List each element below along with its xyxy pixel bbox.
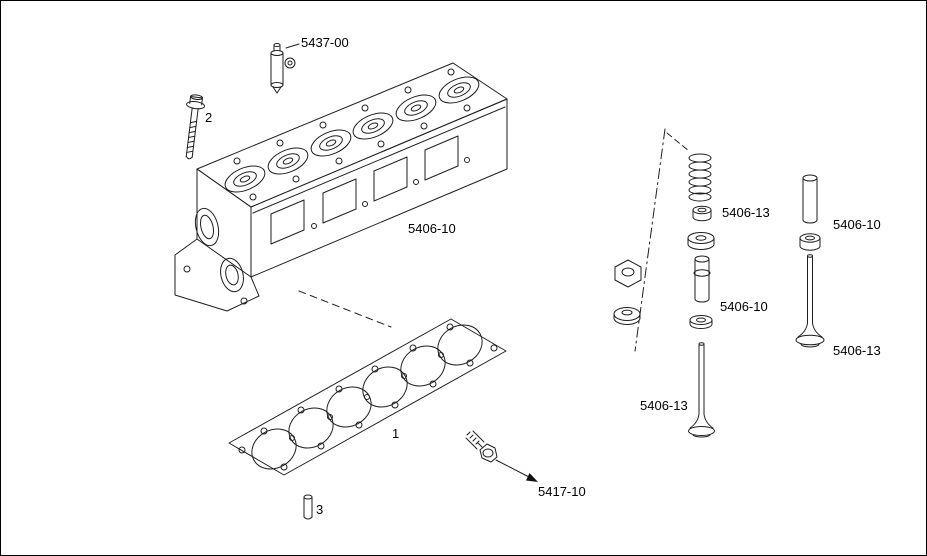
cylinder-head-drawing xyxy=(174,62,508,312)
tappet-leader-line xyxy=(285,43,300,49)
valve-guide-right-drawing xyxy=(802,174,818,224)
plug-arrow-line xyxy=(495,459,530,478)
valve-stem-seal-drawing xyxy=(692,205,712,222)
guide-washer-drawing xyxy=(689,315,713,329)
valve-right-drawing xyxy=(795,254,825,348)
nut-drawing xyxy=(614,259,642,288)
callout-valve-guide-middle: 5406-10 xyxy=(720,299,768,314)
callout-dowel: 3 xyxy=(316,502,324,517)
callout-valve-middle: 5406-13 xyxy=(640,398,688,413)
callout-cylinder-head: 5406-10 xyxy=(408,221,456,236)
valve-guide-middle-drawing xyxy=(693,255,711,303)
plug-arrowhead xyxy=(526,473,538,482)
callout-valve-stem-seal: 5406-13 xyxy=(722,205,770,220)
valve-middle-drawing xyxy=(688,342,715,438)
head-bolt-drawing xyxy=(185,94,206,160)
valve-assembly-drawing xyxy=(613,128,825,438)
head-gasket-drawing xyxy=(228,318,507,476)
assembly-dashed-line xyxy=(298,290,392,328)
callout-head-bolt: 2 xyxy=(205,110,213,125)
spring-retainer-drawing xyxy=(687,232,715,250)
valve-spring-drawing xyxy=(688,153,712,202)
callout-head-gasket: 1 xyxy=(392,426,400,441)
tappet-assembly-drawing xyxy=(270,43,300,94)
plug-drawing xyxy=(465,430,498,463)
valve-seal-right-drawing xyxy=(799,233,821,251)
callout-valve-guide-right: 5406-10 xyxy=(833,217,881,232)
callout-valve-right: 5406-13 xyxy=(833,343,881,358)
callout-tappet-assembly: 5437-00 xyxy=(301,35,349,50)
grommet-drawing xyxy=(613,307,641,325)
dowel-drawing xyxy=(303,494,313,520)
callout-plug: 5417-10 xyxy=(538,484,586,499)
